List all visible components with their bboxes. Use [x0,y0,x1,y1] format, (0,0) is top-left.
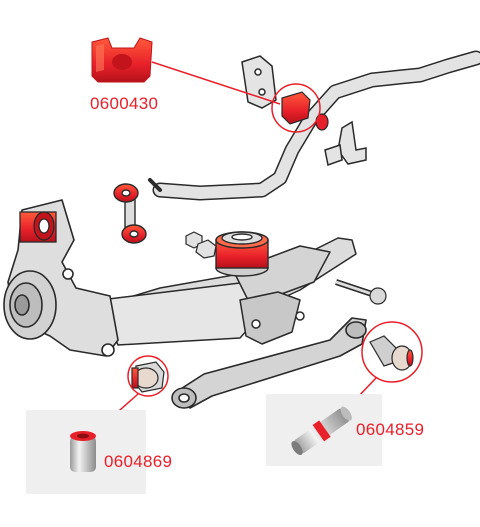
callout-0600430 [151,61,321,133]
subframe-bushing [215,231,269,277]
hex-nut [185,231,217,259]
lower-arm-bushing-photo [70,431,96,472]
trailing-link-bushing-installed [369,335,414,371]
trailing-link-bushing-photo [291,406,352,456]
part-label-lower-arm-bushing: 0604869 [104,452,173,471]
bolt [335,279,387,305]
stabilizer-bracket [241,55,277,109]
stabilizer-bushing-photo [91,37,153,83]
stabilizer-bushing-installed [281,91,329,131]
end-link [113,183,147,244]
lower-arm-bushing-installed [131,361,165,393]
stabilizer-bar [148,50,480,201]
part-label-trailing-link-bushing: 0604859 [356,420,425,439]
part-label-stabilizer-bushing: 0600430 [90,94,159,113]
knuckle-bushing [19,211,57,243]
trailing-link [171,317,367,409]
stabilizer-clamp [324,120,367,166]
